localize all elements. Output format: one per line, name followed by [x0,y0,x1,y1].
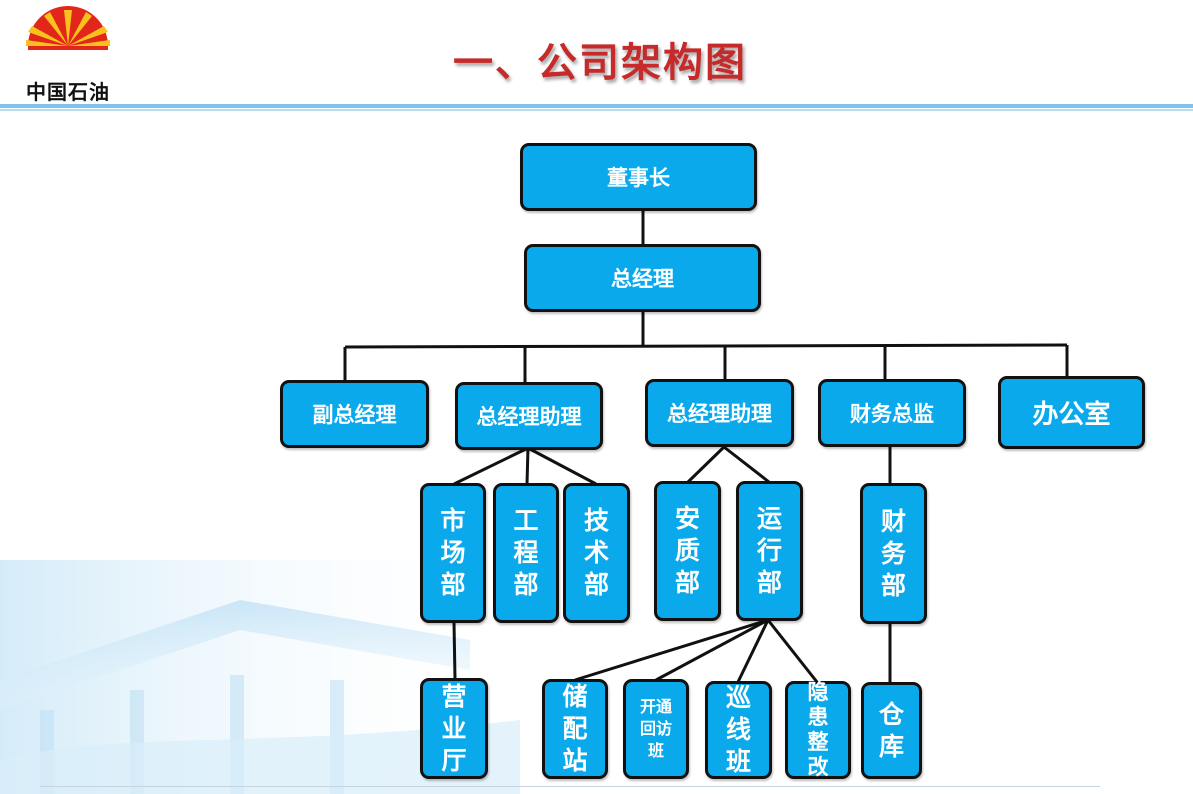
node-label: 办公室 [1032,400,1111,430]
node-label: 技术部 [583,506,609,599]
node-finance-director: 财务总监 [818,379,966,447]
petrochina-sun-icon [20,6,116,74]
node-label: 安质部 [674,504,700,597]
node-market-dept: 市场部 [420,483,486,623]
node-label: 财务总监 [850,402,934,426]
node-finance-dept: 财务部 [860,483,927,624]
logo-text: 中国石油 [26,80,110,104]
node-hazard-rectification: 隐患整改 [785,680,851,779]
header-divider-thin [0,109,1193,111]
node-deputy-gm: 副总经理 [280,380,429,448]
node-label: 总经理 [611,267,674,291]
node-label: 仓库 [878,699,904,761]
header-divider [0,104,1193,108]
node-label: 运行部 [756,504,782,597]
node-label: 市场部 [440,506,466,599]
footer-divider [40,786,1100,787]
node-label: 副总经理 [312,403,397,427]
node-label: 隐患整改 [807,680,829,779]
node-chairman: 董事长 [520,143,757,211]
node-label: 巡线班 [725,683,751,776]
node-patrol-team: 巡线班 [705,681,772,779]
node-connection-visit-team: 开通回访班 [623,679,689,779]
node-office: 办公室 [998,376,1145,449]
node-general-manager: 总经理 [524,244,761,312]
node-label: 财务部 [880,506,906,600]
node-operations-dept: 运行部 [736,481,803,621]
node-gm-assistant-1: 总经理助理 [455,382,603,450]
node-label: 董事长 [607,166,670,190]
node-safety-quality-dept: 安质部 [654,481,721,621]
node-tech-dept: 技术部 [563,483,630,623]
node-gm-assistant-2: 总经理助理 [645,379,794,447]
node-business-hall: 营业厅 [420,678,488,779]
node-label: 总经理助理 [476,405,582,429]
node-label: 储配站 [562,682,588,775]
node-label: 工程部 [513,506,539,599]
node-label: 营业厅 [441,681,467,775]
node-warehouse: 仓库 [861,682,922,779]
node-engineering-dept: 工程部 [493,483,559,623]
node-storage-station: 储配站 [542,679,608,779]
page-title: 一、公司架构图 [453,40,747,86]
petrochina-logo: 中国石油 [8,2,128,104]
node-label: 总经理助理 [667,402,772,426]
node-label: 开通回访班 [639,697,672,760]
